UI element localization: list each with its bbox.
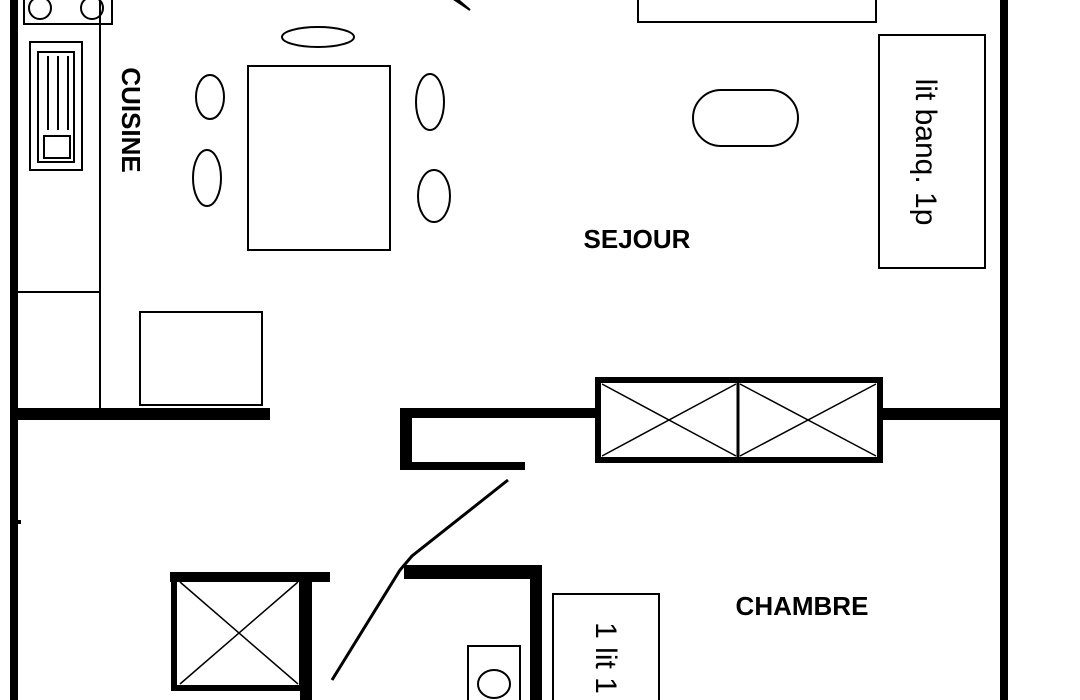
chair-right-1 — [415, 73, 445, 131]
dining-set — [192, 26, 451, 251]
door-swing — [330, 478, 509, 681]
hall-wall-left — [400, 408, 598, 418]
door-header — [400, 462, 525, 470]
dining-table — [247, 65, 391, 251]
kitchen-counter — [18, 0, 113, 408]
chair-left-1 — [195, 74, 225, 120]
chair-left-2 — [192, 149, 222, 207]
kitchen-bottom-wall — [10, 408, 270, 420]
room-label-cuisine: CUISINE — [116, 67, 146, 172]
bed-label: 1 lit 1 — [589, 622, 622, 694]
top-furniture — [453, 0, 877, 23]
wardrobe — [595, 377, 883, 463]
chair-right-2 — [417, 169, 451, 223]
left-wall — [10, 0, 18, 700]
room-label-chambre: CHAMBRE — [736, 591, 869, 621]
hall-wall-right — [880, 408, 1008, 420]
sofa-bed-label: lit banq. 1p — [909, 79, 942, 226]
room-label-sejour: SEJOUR — [584, 224, 691, 254]
right-wall — [1000, 0, 1008, 700]
bath-wall-right — [530, 565, 542, 700]
lamp-edge — [453, 0, 471, 11]
bath-wall-top — [404, 565, 540, 579]
bed — [552, 593, 660, 700]
door-jamb — [400, 408, 412, 470]
coffee-table — [692, 89, 799, 147]
wall-mark — [18, 520, 21, 524]
chair-top — [281, 26, 355, 48]
shower — [171, 573, 305, 691]
washbasin — [467, 645, 521, 700]
outer-walls — [10, 0, 1008, 700]
sofa — [637, 0, 877, 23]
sofa-bed — [878, 34, 986, 269]
cabinet — [139, 311, 263, 406]
bath-wall-corner — [300, 572, 330, 582]
